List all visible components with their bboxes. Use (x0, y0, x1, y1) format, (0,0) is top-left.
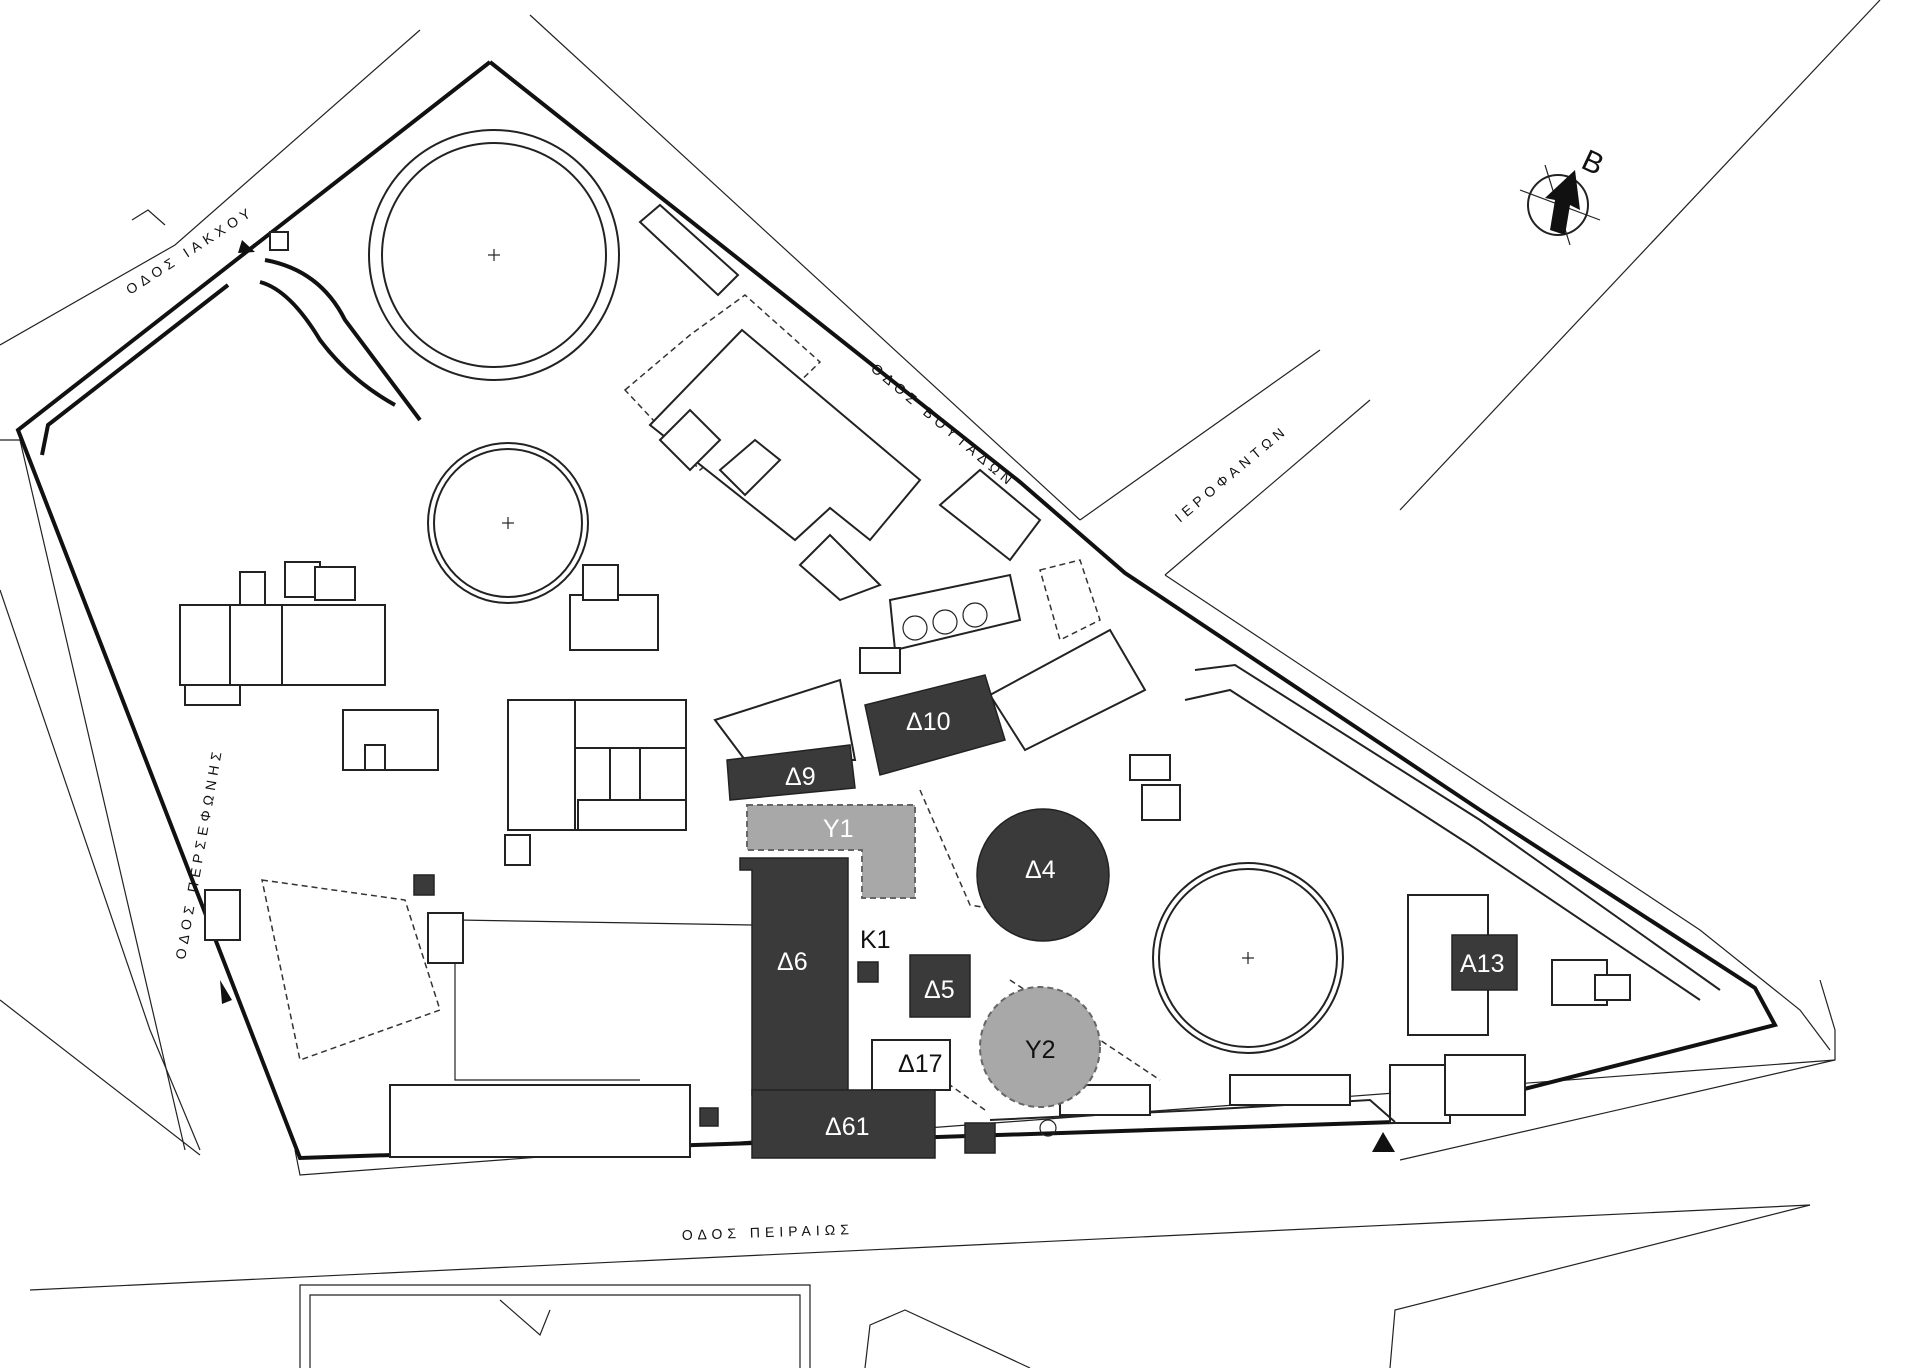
building-d4 (976, 808, 1110, 942)
label-d4: Δ4 (1025, 856, 1056, 884)
label-d9: Δ9 (785, 763, 816, 791)
street-label-ierofanton: ΙΕΡΟΦΑΝΤΩΝ (1172, 421, 1291, 525)
label-d10: Δ10 (906, 708, 951, 736)
label-d5: Δ5 (924, 976, 955, 1004)
building-y2 (979, 986, 1101, 1108)
building-d9 (726, 744, 856, 801)
gasholder-medium (427, 442, 589, 604)
building-d10 (864, 674, 1006, 776)
entrance-persefonis-icon (220, 980, 232, 1004)
building-d17 (871, 1039, 951, 1091)
label-d6: Δ6 (777, 948, 808, 976)
site-boundary (15, 60, 1778, 1161)
label-y1: Y1 (823, 815, 854, 843)
label-y2: Y2 (1025, 1036, 1056, 1064)
building-d6 (739, 857, 849, 1096)
entrance-iakchou-icon (238, 240, 255, 253)
gasholder-large (368, 129, 620, 381)
entrance-peiraios-icon (1372, 1132, 1395, 1152)
gasholder-east (1152, 862, 1344, 1054)
entrance-markers (220, 240, 1395, 1152)
building-d5 (909, 954, 971, 1018)
building-y1 (746, 804, 916, 899)
building-k1 (857, 961, 879, 983)
label-a13: A13 (1460, 950, 1504, 978)
label-d17: Δ17 (898, 1050, 943, 1078)
highlighted-buildings (726, 674, 1518, 1159)
street-label-iakchou: ΟΔΟΣ ΙΑΚΧΟΥ (123, 203, 257, 298)
north-arrow-letter: B (1577, 144, 1609, 182)
label-k1: K1 (860, 926, 891, 954)
building-d61 (751, 1089, 936, 1159)
north-arrow-icon: B (1519, 144, 1609, 246)
building-a13 (1451, 934, 1518, 991)
inner-road (40, 283, 230, 456)
label-d61: Δ61 (825, 1113, 870, 1141)
outline-buildings (131, 203, 1721, 1158)
street-label-peiraios: ΟΔΟΣ ΠΕΙΡΑΙΩΣ (682, 1221, 855, 1243)
